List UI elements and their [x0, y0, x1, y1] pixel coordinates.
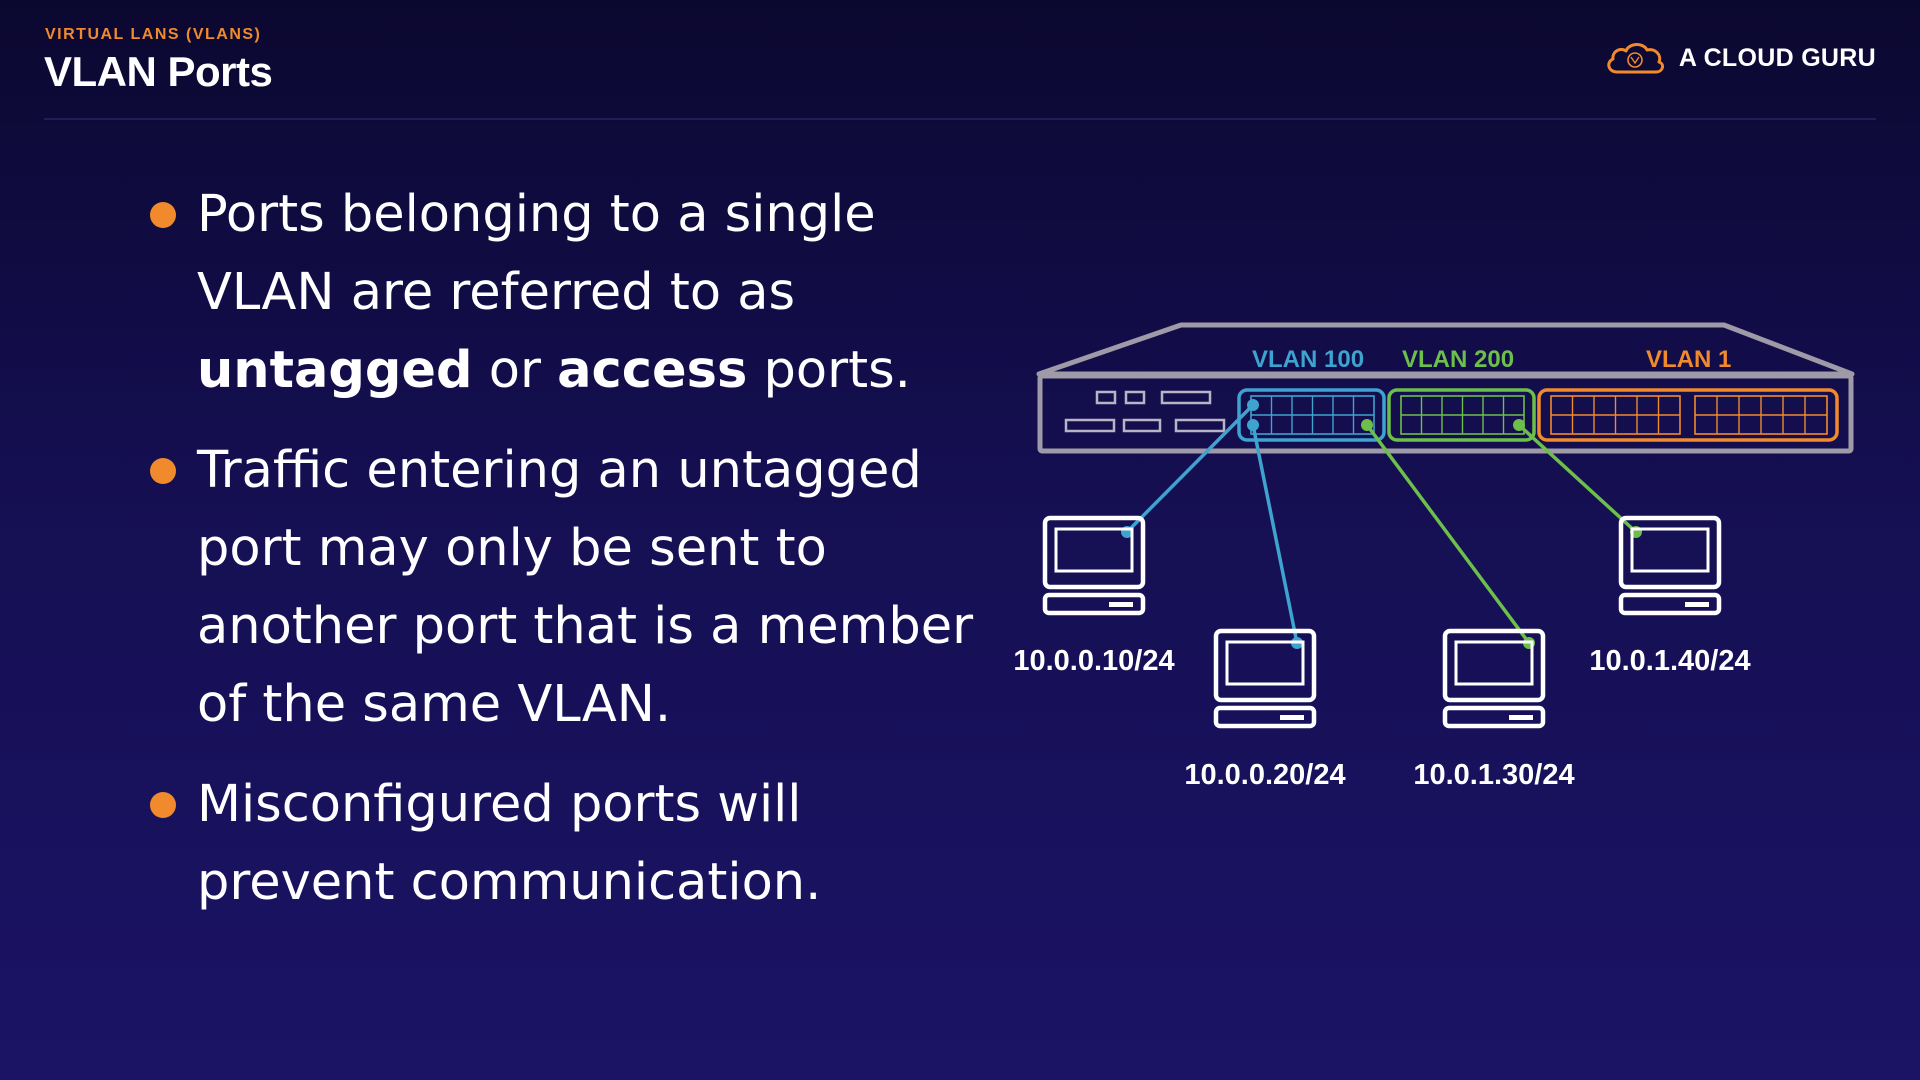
cables	[1125, 403, 1638, 645]
vlan-1-port-group-border	[1537, 388, 1839, 442]
bullet-text: Misconfigured ports will prevent communi…	[197, 766, 988, 922]
cable-endpoint	[1361, 419, 1373, 431]
cable-host-1	[1125, 403, 1255, 534]
bullet-dot	[150, 458, 176, 484]
switch-top-panel	[1036, 322, 1855, 377]
host-3-ip: 10.0.1.30/24	[1413, 759, 1574, 791]
computer-icon	[1442, 628, 1546, 729]
cloud-icon	[1607, 43, 1664, 74]
cable-endpoint	[1247, 399, 1259, 411]
vlan-1-port-group	[1537, 388, 1839, 442]
bullet-text: Ports belonging to a single VLAN are ref…	[197, 176, 988, 410]
bullet-item: Traffic entering an untagged port may on…	[148, 432, 988, 744]
host-4-ip: 10.0.1.40/24	[1589, 645, 1750, 677]
bullet-segment-bold: access	[557, 341, 748, 400]
computer-icon	[1618, 515, 1722, 616]
bullet-segment: Traffic entering an untagged port may on…	[197, 441, 974, 734]
mgmt-port	[1124, 390, 1146, 405]
vlan-100-label: VLAN 100	[1252, 346, 1364, 373]
vlan-1-label: VLAN 1	[1646, 346, 1731, 373]
section-eyebrow: VIRTUAL LANS (VLANS)	[45, 26, 262, 43]
bullet-segment: ports.	[747, 341, 911, 400]
vlan-200-label: VLAN 200	[1402, 346, 1514, 373]
page-title: VLAN Ports	[44, 48, 273, 95]
vlan-100-port-group	[1237, 388, 1386, 442]
mgmt-port	[1174, 418, 1226, 433]
vlan-200-port-group	[1387, 388, 1536, 442]
bullet-segment: Ports belonging to a single VLAN are ref…	[197, 185, 876, 322]
bullet-segment-bold: untagged	[197, 341, 473, 400]
vlan-100-port-group-border	[1237, 388, 1386, 442]
mgmt-port	[1122, 418, 1162, 433]
host-1-ip: 10.0.0.10/24	[1013, 645, 1174, 677]
switch-front-panel	[1037, 373, 1854, 454]
bullet-segment: Misconfigured ports will prevent communi…	[197, 775, 822, 912]
computer-icon	[1042, 515, 1146, 616]
header-divider	[44, 118, 1876, 120]
vlan-200-port-group-border	[1387, 388, 1536, 442]
cable-host-4	[1517, 423, 1638, 534]
host-2-ip: 10.0.0.20/24	[1184, 759, 1345, 791]
cable-endpoint	[1513, 419, 1525, 431]
mgmt-port	[1160, 390, 1212, 405]
bullet-segment: or	[472, 341, 558, 400]
cable-endpoint	[1247, 419, 1259, 431]
computer-icon	[1213, 628, 1317, 729]
brand-logo: A CLOUD GURU	[1603, 38, 1876, 78]
cable-host-2	[1251, 424, 1299, 644]
mgmt-port	[1095, 390, 1117, 405]
mgmt-port	[1064, 418, 1116, 433]
bullet-item: Misconfigured ports will prevent communi…	[148, 766, 988, 922]
bullet-text: Traffic entering an untagged port may on…	[197, 432, 988, 744]
bullet-dot	[150, 202, 176, 228]
brand-name: A CLOUD GURU	[1678, 43, 1876, 72]
bullet-list: Ports belonging to a single VLAN are ref…	[148, 176, 988, 944]
bullet-item: Ports belonging to a single VLAN are ref…	[148, 176, 988, 410]
network-switch	[1036, 322, 1855, 454]
cable-host-3	[1365, 423, 1531, 645]
management-ports	[1064, 390, 1226, 433]
bullet-dot	[150, 792, 176, 818]
